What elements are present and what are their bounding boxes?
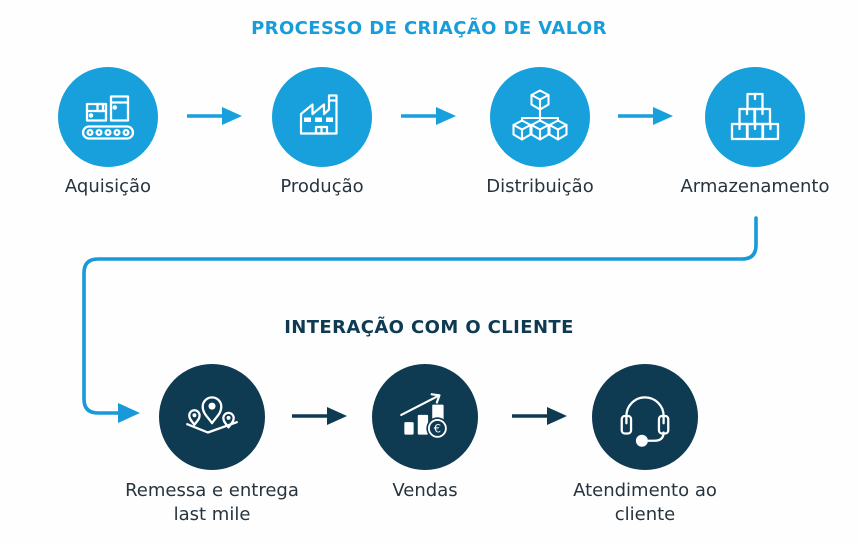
factory-icon xyxy=(299,94,338,135)
arrow-vendas-atendimento xyxy=(512,407,567,425)
arrow-producao-distribuicao xyxy=(401,107,456,125)
step-label-atendimento: Atendimento ao cliente xyxy=(573,480,717,525)
arrow-distribuicao-armazenamento xyxy=(618,107,673,125)
step-label-producao: Produção xyxy=(280,176,364,197)
step-circle-producao xyxy=(272,67,372,167)
step-circle-vendas: € xyxy=(372,364,478,470)
conveyor-boxes-icon xyxy=(81,95,135,140)
step-circle-atendimento xyxy=(592,364,698,470)
step-circle-remessa xyxy=(159,364,265,470)
step-label-aquisicao: Aquisição xyxy=(64,176,152,197)
euro-symbol: € xyxy=(434,422,441,436)
arrow-aquisicao-producao xyxy=(187,107,242,125)
step-label-armazenamento: Armazenamento xyxy=(680,176,830,197)
step-circle-armazenamento xyxy=(705,67,805,167)
step-label-remessa: Remessa e entrega last mile xyxy=(125,480,299,525)
map-pins-icon xyxy=(186,396,238,434)
value-chain-title: PROCESSO DE CRIAÇÃO DE VALOR xyxy=(251,18,607,39)
stacked-boxes-icon xyxy=(730,92,780,141)
step-label-distribuicao: Distribuição xyxy=(486,176,594,197)
arrow-remessa-vendas xyxy=(292,407,347,425)
customer-interaction-title: INTERAÇÃO COM O CLIENTE xyxy=(284,317,574,338)
step-circle-distribuicao xyxy=(490,67,590,167)
step-label-vendas: Vendas xyxy=(392,480,458,501)
step-circle-aquisicao xyxy=(58,67,158,167)
distribution-network-icon xyxy=(512,89,568,141)
headset-icon xyxy=(620,396,670,447)
sales-chart-icon: € xyxy=(400,393,449,440)
